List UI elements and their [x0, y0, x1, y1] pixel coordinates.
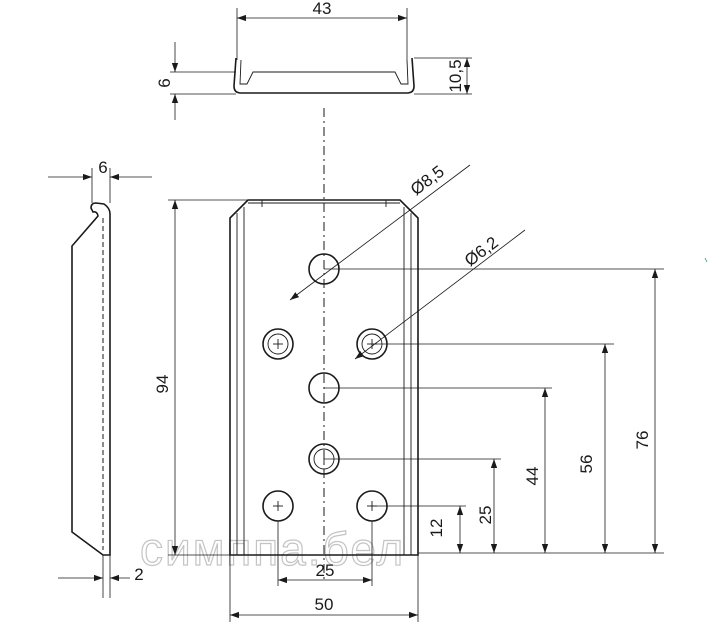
- dim-6-top-label: 6: [155, 78, 174, 87]
- countersunk-hole-left: [262, 328, 294, 360]
- dim-2-label: 2: [134, 565, 143, 584]
- dim-25-horizontal-label: 25: [316, 561, 335, 580]
- dim-94-label: 94: [153, 375, 172, 394]
- top-profile-outer: [233, 57, 415, 94]
- leader-8-5: [289, 164, 471, 301]
- hole-small-label: Ø6,2: [461, 233, 502, 270]
- hole-bottom-left: [262, 490, 294, 522]
- stray-mark: [704, 257, 708, 263]
- dim-56-label: 56: [577, 455, 596, 474]
- hole-large-label: Ø8,5: [407, 162, 448, 199]
- watermark: симппа.бел: [140, 523, 405, 575]
- top-view: 43 6 10,5: [155, 0, 472, 580]
- dim-44-label: 44: [523, 467, 542, 486]
- side-view: 6 2: [48, 158, 152, 598]
- dim-12-label: 12: [427, 519, 446, 538]
- top-profile-inner: [239, 59, 409, 85]
- side-profile: [71, 202, 111, 556]
- dim-6-side-label: 6: [98, 158, 107, 177]
- dim-50-label: 50: [315, 595, 334, 614]
- dim-10-5-label: 10,5: [446, 59, 465, 92]
- leader-6-2: [354, 229, 526, 360]
- dim-25-vertical-label: 25: [476, 506, 495, 525]
- dim-43-label: 43: [313, 0, 332, 18]
- dim-76-label: 76: [633, 431, 652, 450]
